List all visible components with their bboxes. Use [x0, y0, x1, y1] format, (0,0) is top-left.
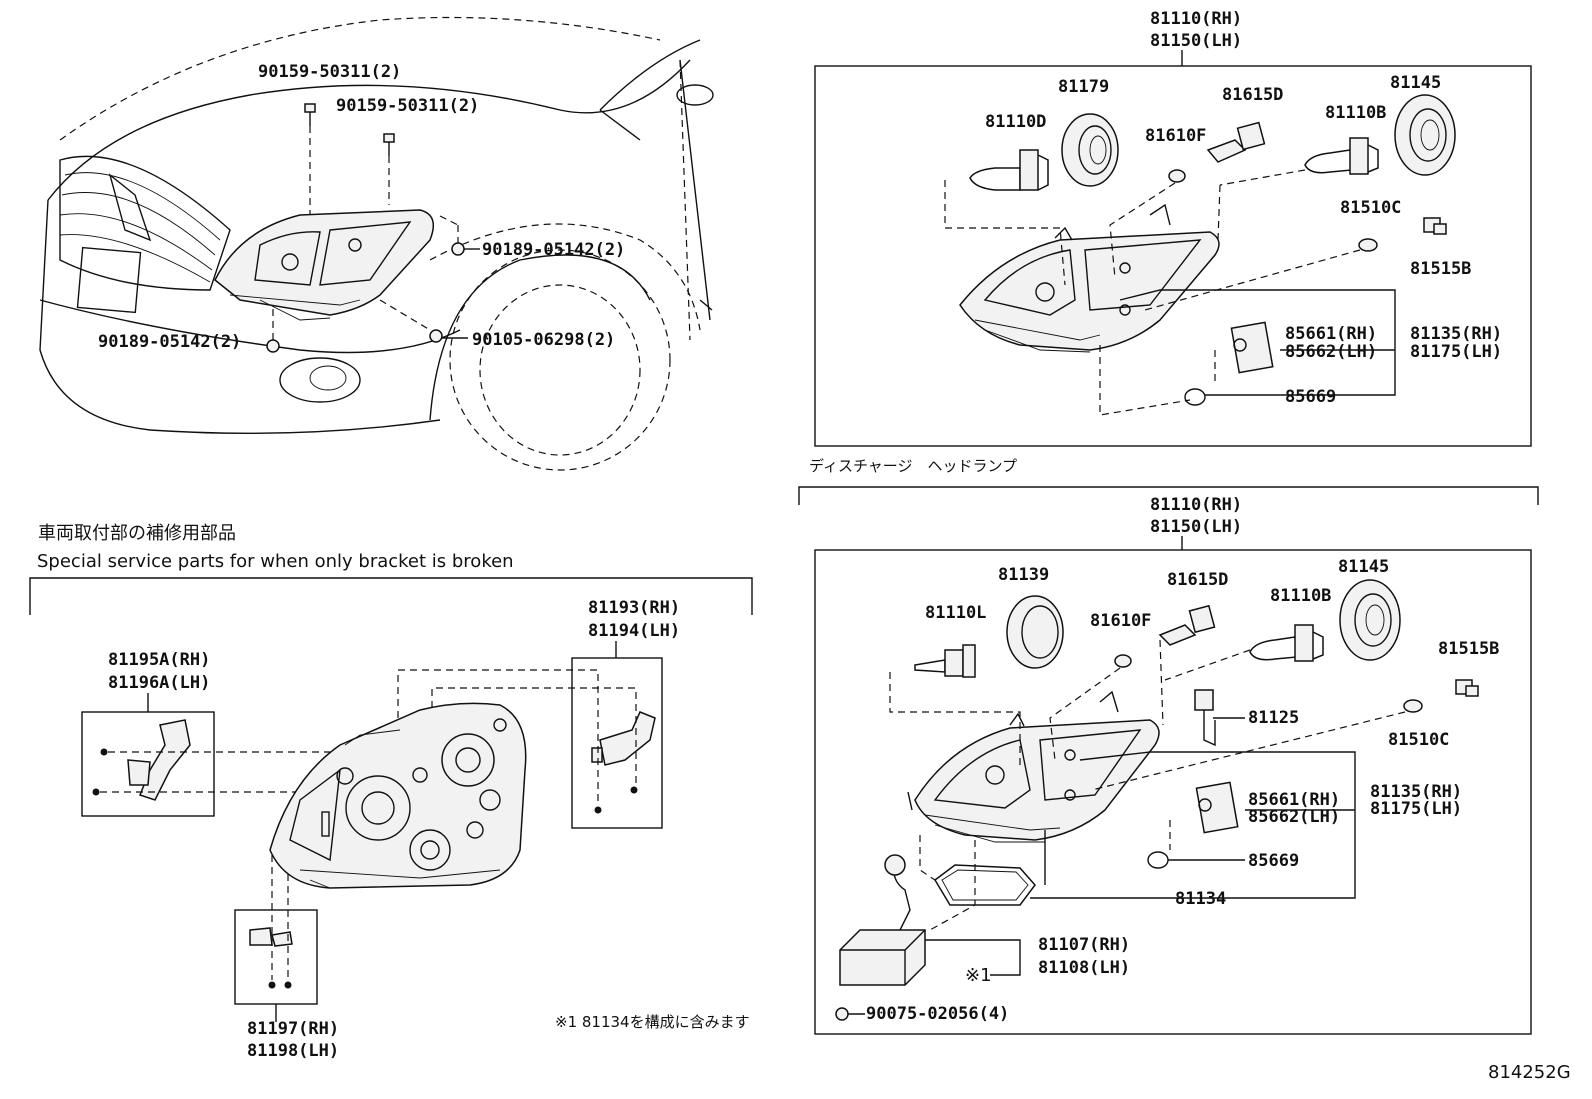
- service-label-81194: 81194(LH): [588, 621, 680, 641]
- o-ring-icon: [1147, 851, 1169, 869]
- discharge-label-81515b: 81515B: [1438, 639, 1499, 659]
- discharge-label-81610f: 81610F: [1090, 611, 1151, 631]
- socket-icon: [1423, 217, 1447, 235]
- bolt-icon: [383, 133, 395, 156]
- discharge-label-81139: 81139: [998, 565, 1049, 585]
- service-footnote: ※1 81134を構成に含みます: [555, 1013, 750, 1031]
- discharge-label-81110b: 81110B: [1270, 586, 1331, 606]
- discharge-title-lh: 81150(LH): [1150, 517, 1242, 537]
- upper-label-81135: 81135(RH): [1410, 324, 1502, 344]
- upper-label-81615d: 81615D: [1222, 85, 1283, 105]
- bulb-cap-icon: [1394, 94, 1456, 176]
- bracket-kit-c-frame: [234, 909, 318, 1005]
- figure-code: 814252G: [1488, 1062, 1571, 1083]
- upper-label-85662: 85662(LH): [1285, 342, 1377, 362]
- bulb-icon: [969, 149, 1049, 191]
- upper-headlamp-housing-icon: [959, 203, 1220, 353]
- discharge-label-85662: 85662(LH): [1248, 807, 1340, 827]
- bulb-icon: [1206, 121, 1266, 163]
- screw-icon: [835, 1007, 849, 1021]
- discharge-label-screw: 90075-02056(4): [866, 1004, 1009, 1024]
- label-nut-right: 90189-05142(2): [482, 240, 625, 260]
- bulb-cap-icon: [1339, 579, 1401, 661]
- upper-label-81515b: 81515B: [1410, 259, 1471, 279]
- discharge-label-81134: 81134: [1175, 889, 1226, 909]
- discharge-label-81110l: 81110L: [925, 603, 986, 623]
- hid-bulb-icon: [914, 644, 976, 678]
- service-label-81195a: 81195A(RH): [108, 650, 210, 670]
- bracket-kit-a-frame: [81, 711, 215, 817]
- socket-icon: [1455, 679, 1479, 697]
- vehicle-front-illustration: [39, 16, 714, 471]
- bracket-icon: [92, 719, 191, 801]
- connector-icon: [1194, 689, 1216, 747]
- discharge-label-81510c: 81510C: [1388, 730, 1449, 750]
- upper-label-81110b: 81110B: [1325, 103, 1386, 123]
- discharge-note-mark: ※1: [965, 965, 992, 986]
- screw-icon: [429, 329, 443, 343]
- bracket-icon: [249, 927, 293, 989]
- service-heading-en: Special service parts for when only brac…: [37, 551, 514, 572]
- discharge-label-81135: 81135(RH): [1370, 782, 1462, 802]
- upper-title-lh: 81150(LH): [1150, 31, 1242, 51]
- o-ring-icon: [1184, 388, 1206, 406]
- service-heading-ja: 車両取付部の補修用部品: [38, 523, 236, 544]
- ballast-icon: [839, 854, 926, 986]
- leveling-motor-icon: [1195, 781, 1239, 834]
- nut-icon: [451, 242, 465, 256]
- bulb-cap-icon: [1006, 595, 1064, 669]
- discharge-label-81175: 81175(LH): [1370, 799, 1462, 819]
- discharge-label-81125: 81125: [1248, 708, 1299, 728]
- discharge-heading: ディスチャージ ヘッドランプ: [809, 457, 1017, 475]
- label-bolt-upper-2: 90159-50311(2): [336, 96, 479, 116]
- upper-label-81610f: 81610F: [1145, 126, 1206, 146]
- label-screw-lower: 90105-06298(2): [472, 330, 615, 350]
- discharge-label-81615d: 81615D: [1167, 570, 1228, 590]
- bulb-icon: [1304, 137, 1379, 175]
- bracket-icon: [591, 711, 656, 814]
- discharge-assembly-frame: [814, 549, 1532, 1035]
- bulb-icon: [1158, 604, 1216, 646]
- bulb-icon: [1114, 654, 1132, 668]
- bulb-icon: [1358, 238, 1378, 252]
- upper-assembly-frame: [814, 65, 1532, 447]
- discharge-label-85661: 85661(RH): [1248, 790, 1340, 810]
- service-label-81193: 81193(RH): [588, 598, 680, 618]
- label-bolt-upper-1: 90159-50311(2): [258, 62, 401, 82]
- upper-label-81179: 81179: [1058, 77, 1109, 97]
- upper-label-81145: 81145: [1390, 73, 1441, 93]
- headlamp-rear-view-icon: [269, 702, 527, 889]
- bracket-kit-b-frame: [571, 657, 663, 829]
- service-label-81196a: 81196A(LH): [108, 673, 210, 693]
- leveling-motor-icon: [1230, 321, 1274, 374]
- nut-icon: [266, 339, 280, 353]
- upper-title-rh: 81110(RH): [1150, 9, 1242, 29]
- discharge-label-81107: 81107(RH): [1038, 935, 1130, 955]
- bolt-icon: [304, 103, 316, 126]
- discharge-title-rh: 81110(RH): [1150, 495, 1242, 515]
- bulb-icon: [1168, 169, 1186, 183]
- gasket-icon: [934, 864, 1036, 906]
- service-label-81197: 81197(RH): [247, 1019, 339, 1039]
- bulb-cap-icon: [1061, 113, 1119, 187]
- discharge-label-81145: 81145: [1338, 557, 1389, 577]
- upper-label-85661: 85661(RH): [1285, 324, 1377, 344]
- discharge-label-85669: 85669: [1248, 851, 1299, 871]
- upper-label-81175: 81175(LH): [1410, 342, 1502, 362]
- upper-label-85669: 85669: [1285, 387, 1336, 407]
- upper-label-81110d: 81110D: [985, 112, 1046, 132]
- bulb-icon: [1403, 699, 1423, 713]
- label-nut-left: 90189-05142(2): [98, 332, 241, 352]
- bulb-icon: [1249, 624, 1324, 662]
- service-label-81198: 81198(LH): [247, 1041, 339, 1061]
- discharge-label-81108: 81108(LH): [1038, 958, 1130, 978]
- upper-label-81510c: 81510C: [1340, 198, 1401, 218]
- discharge-headlamp-housing-icon: [907, 690, 1160, 843]
